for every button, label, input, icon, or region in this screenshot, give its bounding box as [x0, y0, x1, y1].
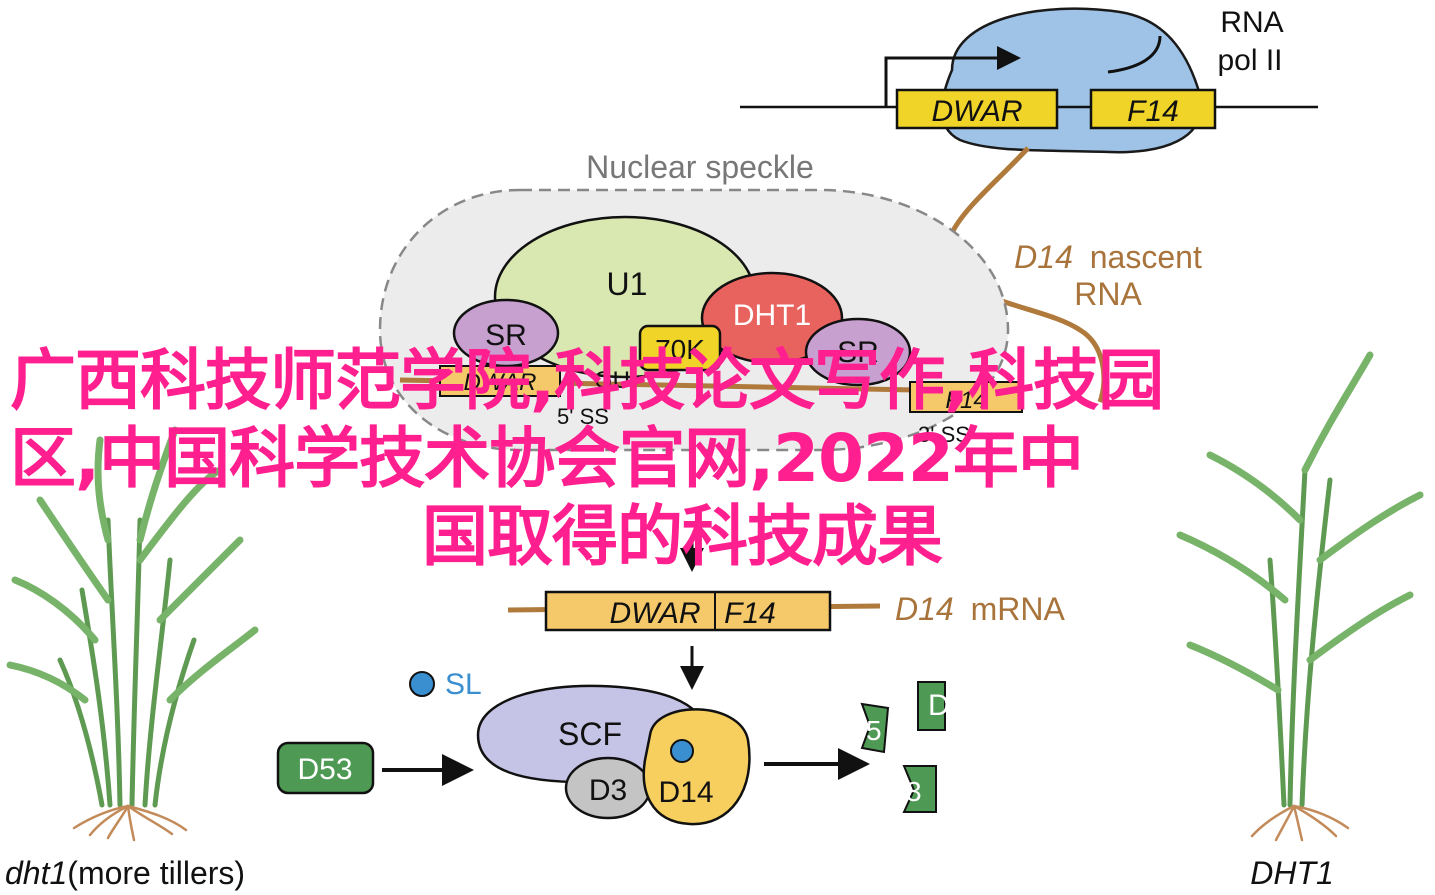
fragment-bottom	[902, 765, 937, 813]
speckle-f14-box	[909, 381, 1023, 413]
mrna-box	[544, 590, 832, 632]
70k-label: 70K	[655, 334, 705, 365]
nascent-rna-label: D14 nascent RNA	[1014, 239, 1202, 312]
fragment-bottom-label: 3	[906, 776, 922, 807]
mrna-f14-label: F14	[724, 597, 776, 630]
d14-mrna: DWAR F14 D14 mRNA	[507, 590, 1065, 632]
ss3-label: 3' SS	[918, 422, 970, 447]
speckle-dwar-label: DWAR	[464, 369, 537, 396]
rna-pol-label-1: RNA	[1220, 6, 1283, 39]
nascent-rna-word: nascent	[1090, 239, 1202, 275]
d3-label: D3	[589, 774, 627, 807]
ss5-label: 5' SS	[557, 404, 609, 429]
d14-protein	[642, 708, 751, 826]
u1-label: U1	[607, 266, 648, 302]
mrna-dwar-label: DWAR	[609, 597, 700, 630]
sl-molecule	[409, 671, 435, 697]
gu-label: GU	[594, 367, 630, 394]
f14-exon-label: F14	[1127, 95, 1179, 128]
dwar-exon-label: DWAR	[931, 95, 1022, 128]
dht1-label: DHT1	[733, 299, 811, 332]
speckle-dwar-box	[439, 365, 561, 397]
gene-locus: DWAR F14	[740, 46, 1318, 130]
scf-complex: SL SCF D3 D14	[409, 668, 751, 826]
mrna-gene-name: D14	[895, 591, 954, 627]
fragment-mid-label: 5	[866, 715, 882, 746]
nuclear-speckle: Nuclear speckle U1 DHT1 SR SR 70K DWAR G…	[378, 149, 1023, 452]
rna-pol-ii: RNA pol II	[940, 6, 1284, 154]
mrna-suffix: mRNA	[971, 591, 1066, 627]
fragment-top	[917, 681, 946, 731]
left-plant-note: (more tillers)	[67, 855, 245, 891]
nascent-rna-gene: D14	[1014, 239, 1073, 275]
d53-label: D53	[297, 753, 352, 786]
d14-bound-sl	[670, 739, 694, 763]
svg-text:D14 nascent: D14 nascent	[1014, 239, 1202, 275]
nuclear-speckle-label: Nuclear speckle	[586, 149, 814, 185]
sl-label: SL	[445, 668, 482, 701]
overlay-text-line-2: 区,中国科学技术协会官网,2022年中	[10, 420, 1084, 497]
dht1-protein	[700, 271, 844, 365]
speckle-f14-label: F14	[945, 387, 986, 414]
left-plant-gene: dht1	[5, 855, 67, 891]
plant-dht1-mutant-illustration	[6, 426, 259, 842]
plant-dht1-wildtype-caption: DHT1	[1250, 855, 1334, 891]
f14-exon-box	[1089, 88, 1217, 130]
sr-protein-right	[804, 317, 912, 387]
rna-pol-label-2: pol II	[1217, 44, 1282, 77]
d53-protein: D53	[276, 741, 375, 795]
overlay-text-line-1: 广西科技师范学院,科技论文写作,科技园	[10, 342, 1164, 419]
sr-right-label: SR	[837, 336, 879, 369]
fragment-mid	[860, 702, 890, 754]
dwar-exon-box	[895, 88, 1059, 130]
svg-text:dht1(more tillers): dht1(more tillers)	[5, 855, 245, 891]
overlay-text-line-3: 国取得的科技成果	[422, 498, 943, 575]
plant-dht1-caption: dht1(more tillers)	[5, 855, 245, 891]
sr-left-label: SR	[485, 319, 527, 352]
nascent-rna-word-2: RNA	[1074, 276, 1142, 312]
plant-dht1-wildtype-illustration	[1176, 351, 1424, 842]
mrna-gene-label: D14 mRNA	[895, 591, 1065, 627]
fragment-top-label: D	[928, 689, 950, 722]
d14-label: D14	[658, 776, 713, 809]
70k-protein	[638, 324, 722, 372]
tss-arrow	[884, 46, 1021, 107]
scf-label: SCF	[558, 716, 622, 752]
d53-fragments: D 5 3	[860, 681, 950, 813]
